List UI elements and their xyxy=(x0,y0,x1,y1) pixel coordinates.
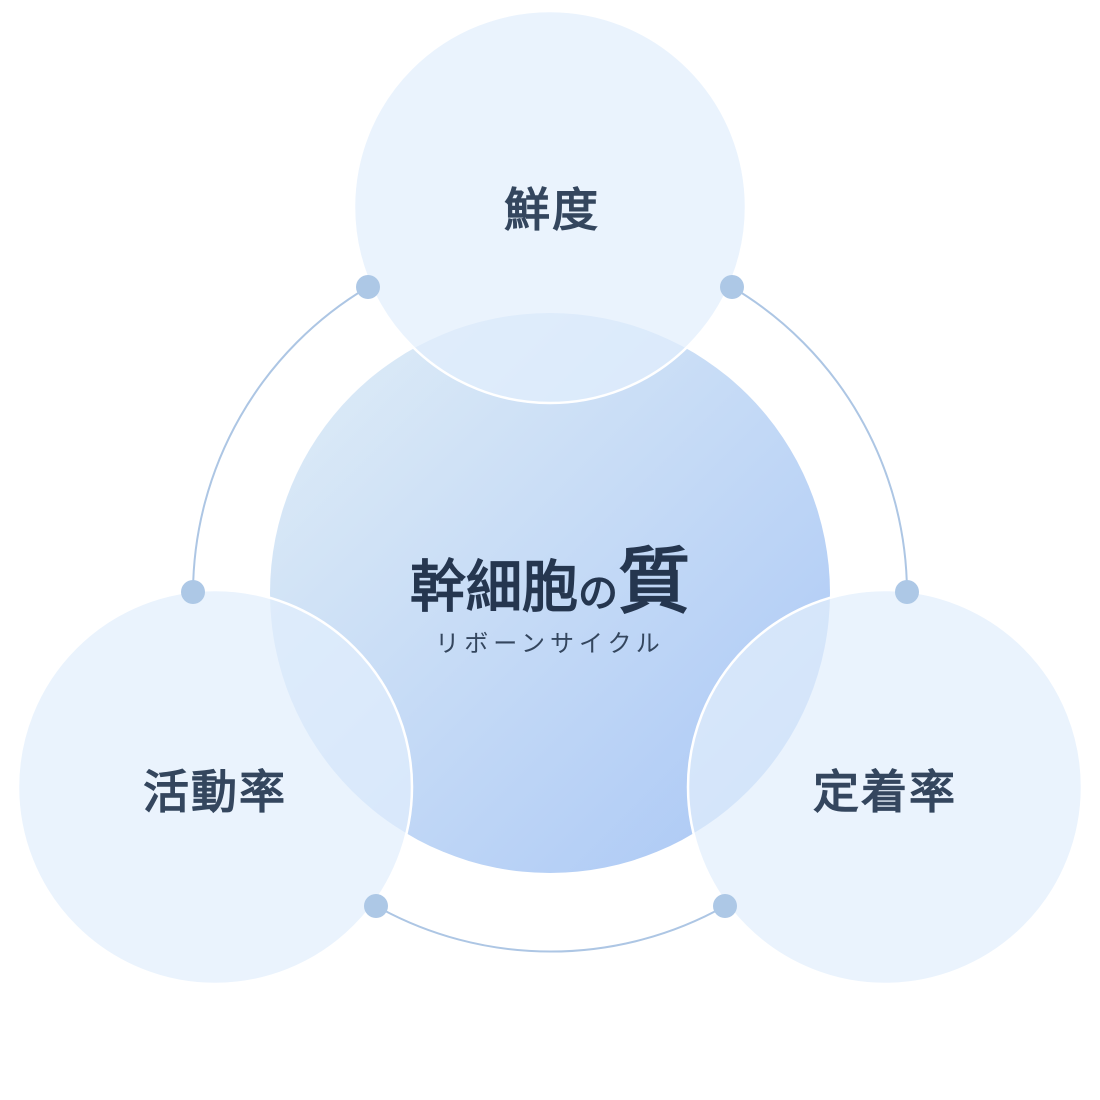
ring-arc-bottom xyxy=(375,905,726,953)
center-circle xyxy=(270,313,830,873)
center-title-main: 幹細胞 xyxy=(409,554,578,621)
center-subtitle: リボーンサイクル xyxy=(435,629,665,658)
node-label-engraftment: 定着率 xyxy=(813,765,957,819)
ring-arc-left xyxy=(192,286,369,593)
node-circle-freshness xyxy=(352,9,748,405)
node-label-activity: 活動率 xyxy=(143,765,287,819)
ring-dot xyxy=(181,580,205,604)
ring-dot xyxy=(713,894,737,918)
node-circle-engraftment xyxy=(686,588,1084,986)
ring-dot xyxy=(720,275,744,299)
center-title-emphasis: 質 xyxy=(617,538,691,624)
ring-dot xyxy=(364,894,388,918)
node-label-freshness: 鮮度 xyxy=(504,183,600,237)
node-circle-activity xyxy=(16,588,414,986)
ring-dot xyxy=(356,275,380,299)
center-title-particle: の xyxy=(577,569,618,617)
center-title: 幹細胞の質 xyxy=(410,523,690,628)
ring-dot xyxy=(895,580,919,604)
ring-arc-right xyxy=(731,286,908,593)
